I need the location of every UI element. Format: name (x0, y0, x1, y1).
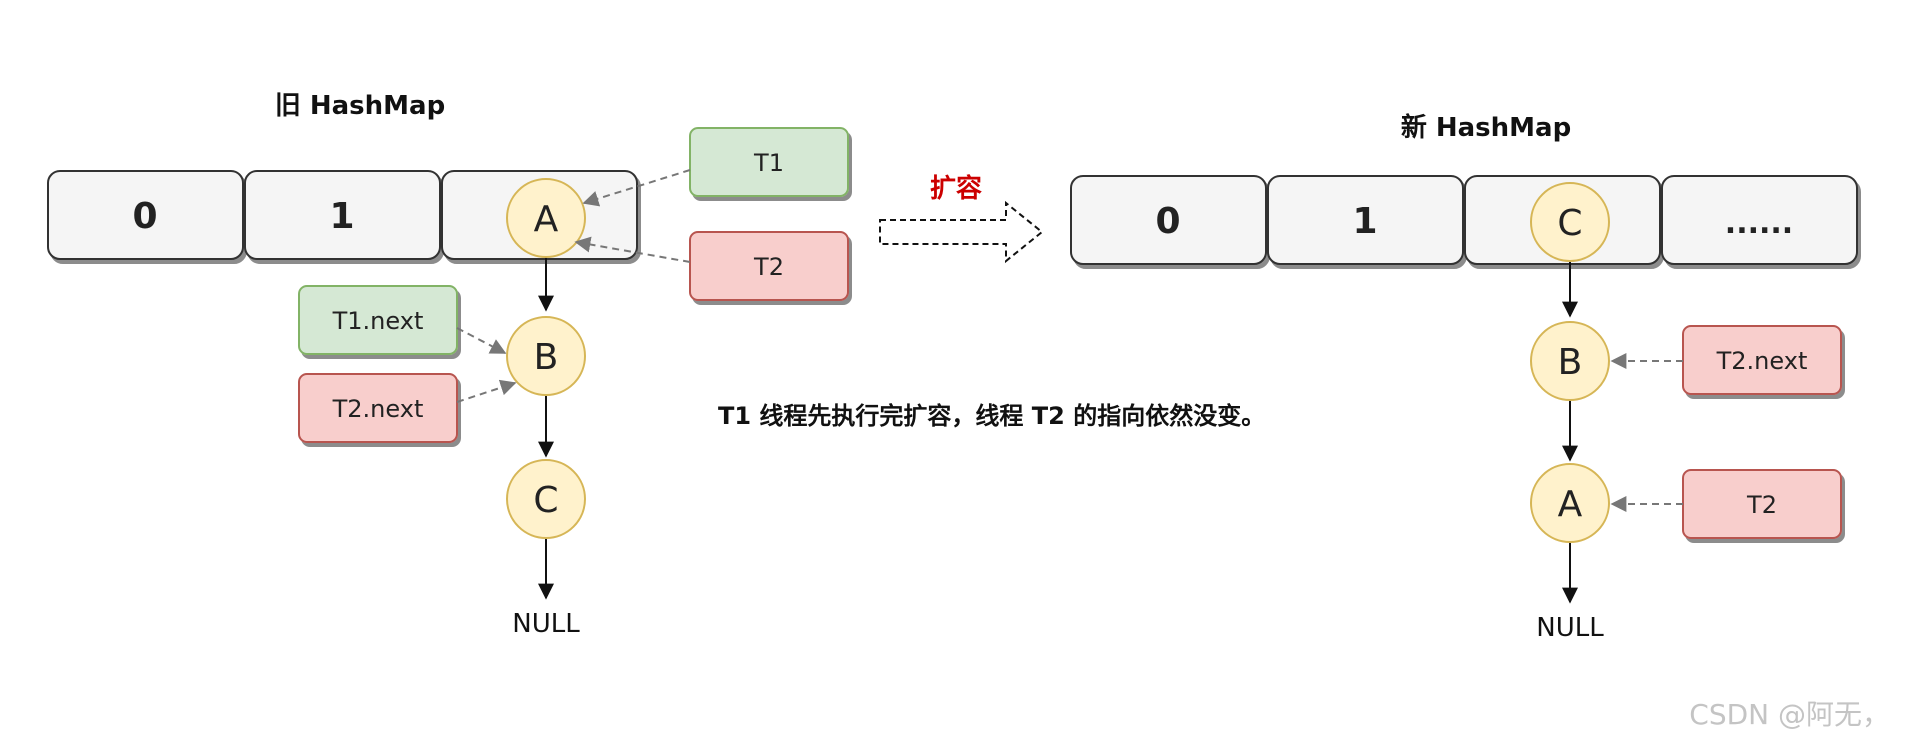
new-node-a-label: A (1558, 484, 1583, 525)
old-pointer-t2-next-label: T2.next (332, 395, 424, 423)
new-bucket-0-label: 0 (1155, 201, 1180, 242)
old-hashmap-title: 旧 HashMap (275, 91, 445, 121)
new-null-label: NULL (1536, 613, 1604, 643)
old-bucket-1-label: 1 (329, 196, 354, 237)
watermark-text: CSDN @阿无， (1689, 698, 1890, 731)
old-pointer-t2: T2 (689, 231, 849, 301)
old-pointer-t2-label: T2 (753, 253, 784, 281)
old-node-a: A (506, 178, 586, 258)
new-node-c-label: C (1557, 203, 1582, 244)
old-pointer-t1-next-label: T1.next (332, 307, 424, 335)
caption-text: T1 线程先执行完扩容，线程 T2 的指向依然没变。 (718, 402, 1265, 430)
new-pointer-t2-next: T2.next (1682, 325, 1842, 395)
old-pointer-t2-next: T2.next (298, 373, 458, 443)
old-pointer-t1-next: T1.next (298, 285, 458, 355)
old-bucket-0-label: 0 (132, 196, 157, 237)
old-node-c: C (506, 459, 586, 539)
new-bucket-1 (1267, 175, 1464, 265)
new-node-b: B (1530, 321, 1610, 401)
old-pointer-t1: T1 (689, 127, 849, 197)
new-node-b-label: B (1558, 342, 1583, 383)
new-pointer-t2-next-label: T2.next (1716, 347, 1808, 375)
new-hashmap: 新 HashMap 0 1 ...... C B A NULL (1070, 112, 1858, 643)
new-pointer-t2: T2 (1682, 469, 1842, 539)
old-t2-arrow (574, 236, 691, 263)
new-hashmap-title: 新 HashMap (1401, 112, 1571, 143)
new-node-a: A (1530, 463, 1610, 543)
new-bucket-3 (1661, 175, 1858, 265)
old-t1-arrow (582, 169, 691, 207)
old-null-label: NULL (512, 609, 580, 639)
old-node-b-label: B (534, 337, 559, 378)
old-pointer-t1-label: T1 (753, 149, 784, 177)
new-node-c: C (1530, 182, 1610, 262)
new-bucket-0 (1070, 175, 1267, 265)
old-hashmap: 旧 HashMap 0 1 A B C NULL (47, 91, 849, 639)
new-bucket-array: 0 1 ...... (1070, 175, 1858, 265)
old-node-a-label: A (534, 199, 559, 240)
old-node-c-label: C (533, 480, 558, 521)
old-node-b: B (506, 316, 586, 396)
old-bucket-0 (47, 170, 244, 260)
expand-arrow-icon (879, 200, 1044, 264)
new-bucket-1-label: 1 (1352, 201, 1377, 242)
new-bucket-3-label: ...... (1725, 206, 1793, 241)
new-pointer-t2-label: T2 (1746, 491, 1777, 519)
old-t1-next-arrow (456, 327, 507, 354)
expand-label: 扩容 (930, 173, 982, 204)
old-t2-next-arrow (456, 379, 517, 403)
expand-indicator: 扩容 (879, 173, 1044, 264)
old-bucket-1 (244, 170, 441, 260)
